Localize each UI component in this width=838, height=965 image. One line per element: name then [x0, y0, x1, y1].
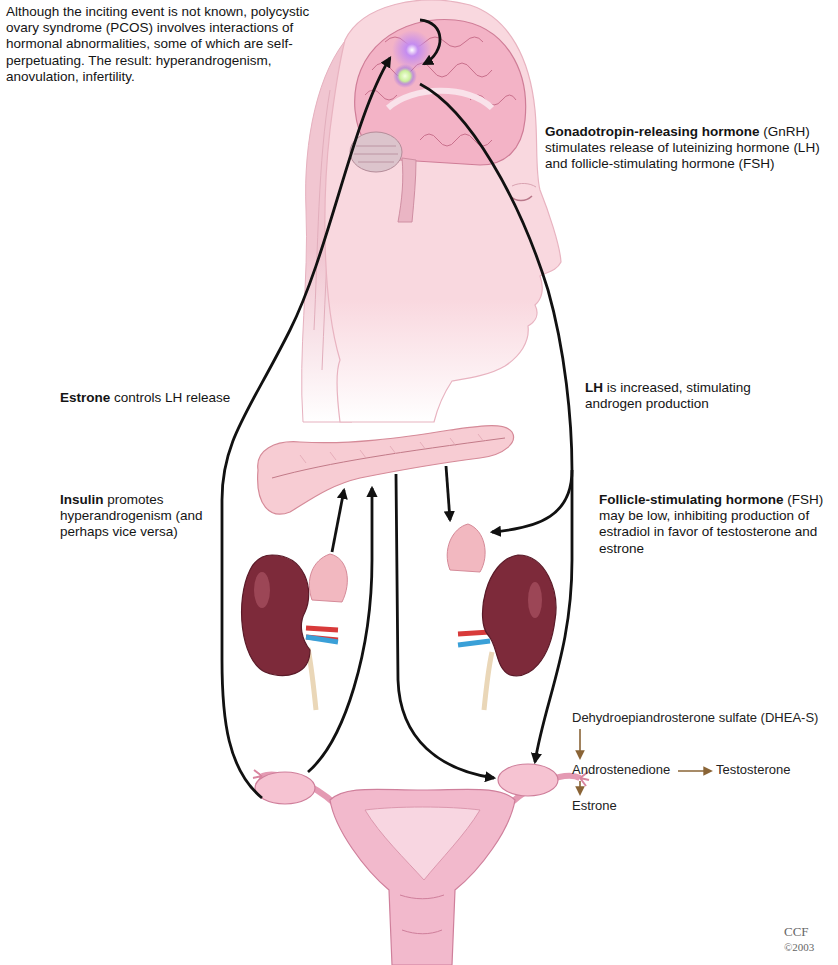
brain — [350, 20, 526, 222]
label-heading: Estrone — [60, 390, 110, 405]
label-text: ©2003 — [784, 941, 814, 953]
pathway-label: Androstenedione — [572, 762, 670, 778]
right-kidney — [447, 524, 556, 710]
label-text: Androstenedione — [572, 762, 670, 777]
pathway-arrows — [580, 729, 711, 794]
label-heading: Gonadotropin-releasing hormone — [545, 124, 760, 139]
pathway-label: Dehydroepiandrosterone sulfate (DHEA-S) — [572, 710, 818, 726]
intro-note: Although the inciting event is not known… — [6, 4, 324, 85]
label-text: Estrone — [572, 798, 617, 813]
label-text: controls LH release — [114, 390, 230, 405]
label-text: Dehydroepiandrosterone sulfate (DHEA-S) — [572, 710, 818, 725]
head-profile — [325, 0, 561, 422]
label-text: Testosterone — [716, 762, 790, 777]
pathway-label: Testosterone — [716, 762, 790, 778]
insulin-note: Insulinpromotes hyperandrogenism (and pe… — [60, 492, 212, 541]
label-text: Although the inciting event is not known… — [6, 4, 309, 84]
label-heading: Follicle-stimulating hormone — [599, 492, 784, 507]
fsh-note: Follicle-stimulating hormone(FSH) may be… — [599, 492, 833, 557]
label-text: is increased, stimulating androgen produ… — [585, 380, 751, 411]
hormone-arrows — [222, 20, 572, 798]
estrone-note: Estrone controls LH release — [60, 390, 230, 406]
label-heading: Insulin — [60, 492, 104, 507]
gnrh-note: Gonadotropin-releasing hormone(GnRH) sti… — [545, 124, 833, 173]
uterus — [253, 764, 589, 965]
watermark: CCF — [784, 924, 809, 940]
watermark: ©2003 — [784, 941, 814, 954]
label-text: CCF — [784, 924, 809, 939]
pancreas — [258, 426, 514, 514]
lh-note: LHis increased, stimulating androgen pro… — [585, 380, 765, 412]
left-kidney — [242, 554, 348, 710]
pathway-label: Estrone — [572, 798, 617, 814]
label-heading: LH — [585, 380, 603, 395]
